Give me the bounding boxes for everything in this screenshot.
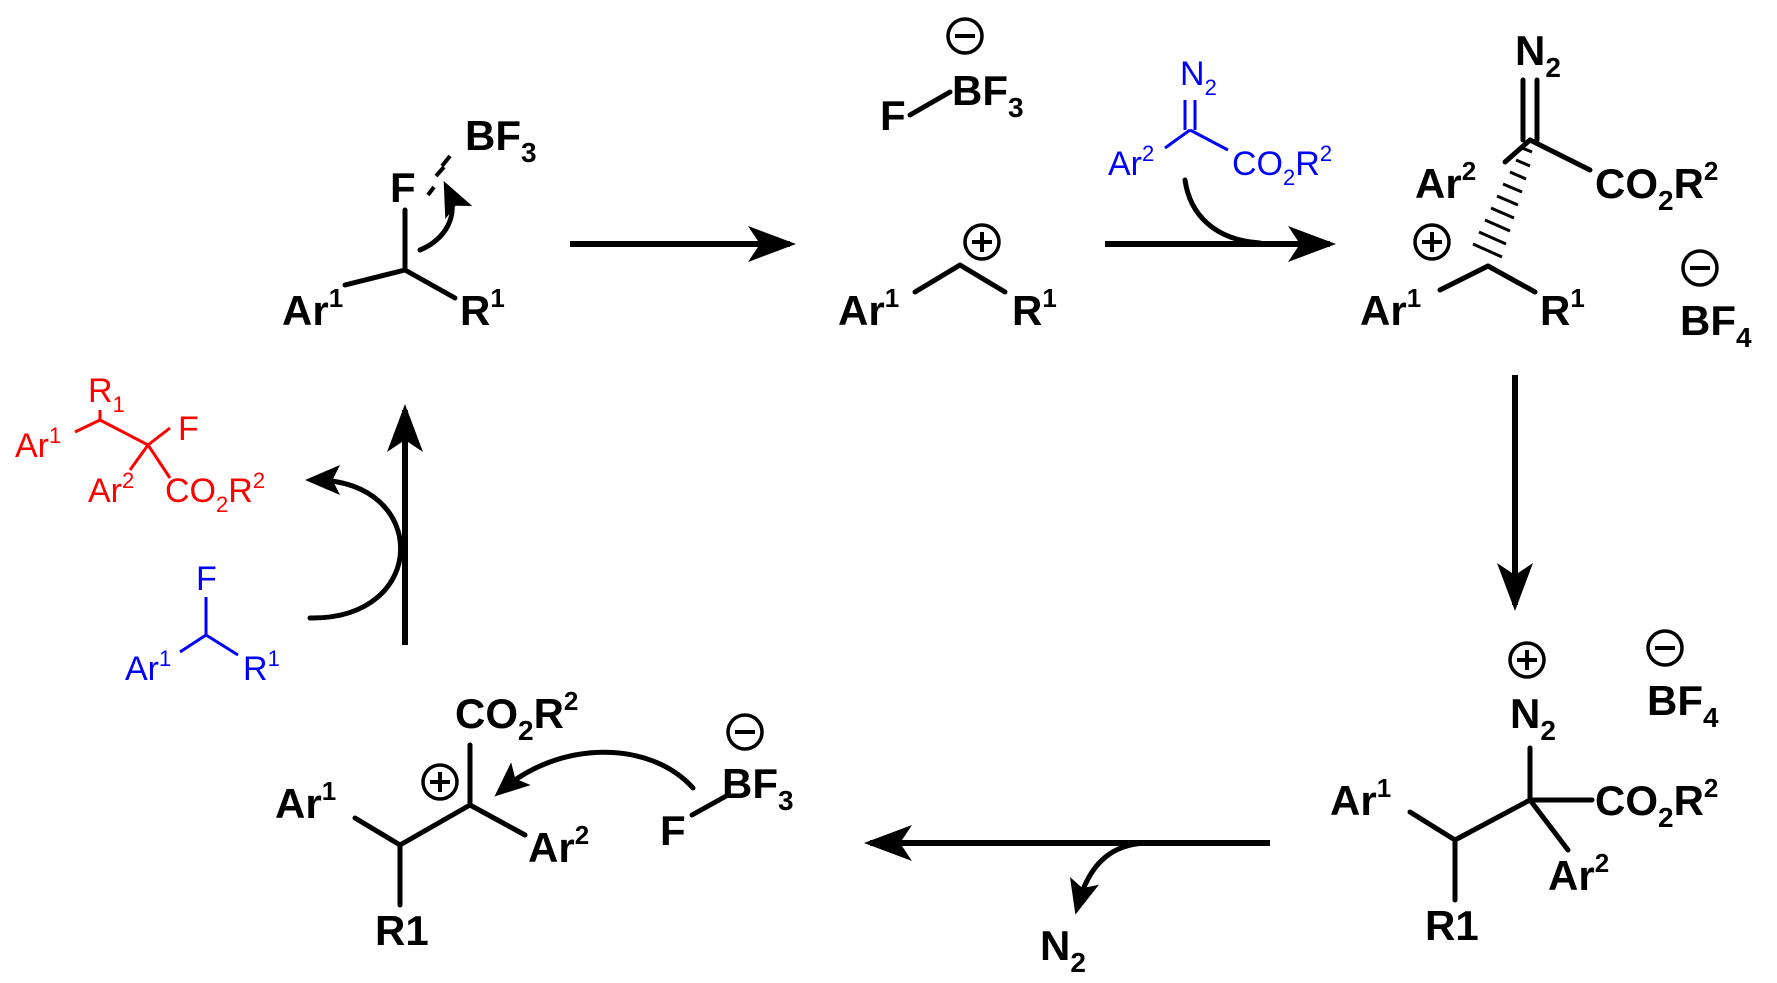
bf3-label: BF3: [465, 112, 537, 168]
co2r2-label: CO2R2: [1232, 141, 1332, 190]
curved-arrow-icon: [417, 180, 473, 253]
ar1-label: Ar1: [1330, 773, 1391, 824]
r1-sub-label: R1: [88, 372, 125, 417]
ar2-label: Ar2: [1548, 848, 1609, 899]
f-label: F: [390, 164, 416, 211]
activated-fluoride-complex: Ar1 R1 F BF3: [282, 112, 537, 334]
fluorinated-product: R1 F Ar1 Ar2 CO2R2: [15, 372, 265, 517]
minus-charge-icon: [946, 17, 984, 55]
r1-text: R1: [1425, 902, 1479, 949]
benzylic-fluoride-reagent: F Ar1 R1: [125, 560, 280, 688]
f-label: F: [196, 560, 217, 598]
f-label: F: [178, 410, 199, 448]
f-label: F: [880, 92, 906, 139]
hashed-bond: [1472, 146, 1533, 259]
r1-label: R1: [1012, 283, 1057, 334]
ar1-label: Ar1: [125, 646, 171, 688]
co2r2-label: CO2R2: [455, 686, 578, 746]
minus-charge-icon: [726, 713, 764, 751]
bf3-label: BF3: [952, 67, 1024, 123]
ar2-label: Ar2: [1415, 156, 1476, 207]
bf4-label: BF4: [1647, 677, 1719, 733]
n2-label: N2: [1510, 690, 1556, 746]
curved-arrow-icon: [1182, 177, 1263, 246]
ar1-label: Ar1: [1360, 283, 1421, 334]
ar2-label: Ar2: [528, 820, 589, 871]
co2r2-label: CO2R2: [1595, 773, 1718, 833]
carbocation-intermediate: F BF3 Ar1 R1: [838, 17, 1057, 334]
minus-charge-icon: [1681, 249, 1719, 287]
diazo-reagent: N2 Ar2 CO2R2: [1108, 55, 1332, 190]
tertiary-carbocation: CO2R2 Ar1 Ar2 R1 BF3 F: [275, 686, 794, 954]
ar1-label: Ar1: [838, 283, 899, 334]
plus-charge-icon: [1508, 641, 1546, 679]
r1-text: R1: [375, 907, 429, 954]
r1-label: R1: [243, 646, 280, 688]
curved-arrow-icon: [494, 749, 696, 797]
n2-byproduct-label: N2: [1040, 922, 1086, 978]
n2-label: N2: [1180, 55, 1217, 100]
ar1-label: Ar1: [15, 423, 61, 465]
n2-label: N2: [1515, 27, 1561, 83]
ar1-label: Ar1: [275, 776, 336, 827]
ar2-label: Ar2: [88, 468, 134, 510]
ar2-label: Ar2: [1108, 141, 1154, 183]
co2r2-label: CO2R2: [1595, 156, 1718, 216]
plus-charge-icon: [421, 763, 459, 801]
r1-label: R1: [460, 283, 505, 334]
ar1-label: Ar1: [282, 283, 343, 334]
r1-label: R1: [1540, 283, 1585, 334]
bf3-label: BF3: [722, 760, 794, 816]
cation-diazo-complex: N2 Ar2 CO2R2 Ar1 R1: [1360, 27, 1752, 353]
minus-charge-icon: [1646, 629, 1684, 667]
f-label: F: [660, 807, 686, 854]
plus-charge-icon: [1413, 223, 1451, 261]
curved-arrow-icon: [1069, 840, 1153, 915]
plus-charge-icon: [963, 223, 1001, 261]
hashed-bond: [426, 154, 452, 197]
diazonium-intermediate: N2 BF4 Ar1 CO2R2 Ar2 R1: [1330, 629, 1719, 949]
curved-arrow-icon: [305, 465, 404, 621]
co2r2-label: CO2R2: [165, 468, 265, 517]
bf4-label: BF4: [1680, 297, 1752, 353]
